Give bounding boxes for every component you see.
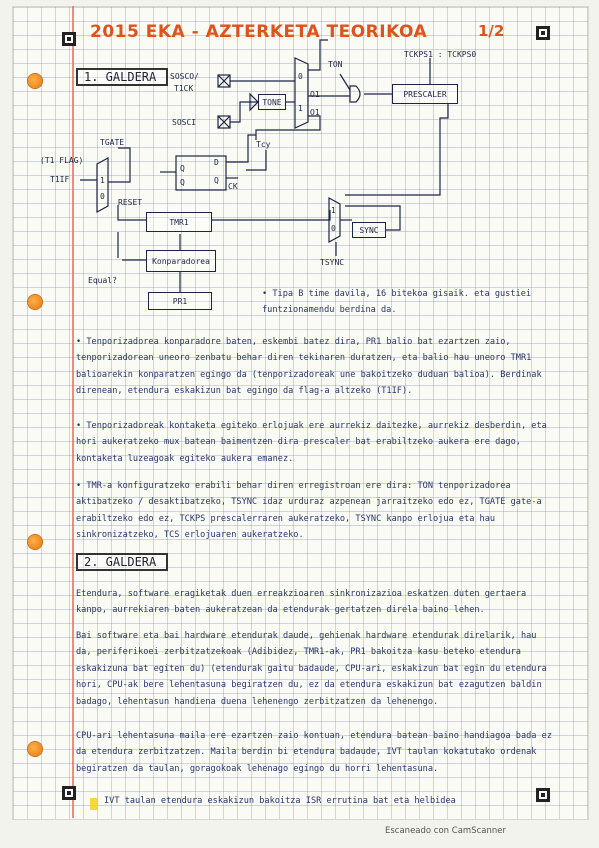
binder-hole-icon [28,535,42,549]
mux-in-1: 1 [298,104,303,113]
label-tcy: Tcy [256,140,271,149]
label-t1flag: (T1 FLAG) [40,156,84,165]
mux2-in-1: 1 [100,176,105,185]
notebook-page [12,6,589,820]
paragraph-4: Etendura, software eragiketak duen errea… [76,589,532,616]
ff-qn: Q [180,178,185,187]
binder-hole-icon [28,295,42,309]
mux3-in-1: 1 [331,206,336,215]
section-heading-2: 2. GALDERA [76,553,168,571]
paragraph-7: IVT taulan etendura eskakizun bakoitza I… [104,796,456,806]
margin-line [72,6,74,818]
label-sosco: SOSCO/ [170,72,199,81]
label-equal: Equal? [88,276,117,285]
label-t1if: T1IF [50,175,70,184]
ff-q: Q [180,164,185,173]
ff-d: D [214,158,219,167]
page-number: 1/2 [478,22,505,40]
mux2-in-0: 0 [100,192,105,201]
paragraph-1: • Tenporizadorea konparadore baten, eske… [76,337,547,397]
label-reset: RESET [118,198,143,207]
ff-q2: Q [214,176,219,185]
tone-block: TONE [258,94,286,110]
pr1-block: PR1 [148,292,212,310]
paragraph-5: Bai software eta bai hardware etendurak … [76,631,553,707]
paragraph-3: • TMR-a konfiguratzeko erabili behar dir… [76,481,547,541]
section-heading-1: 1. GALDERA [76,68,168,86]
tmr1-block: TMR1 [146,212,212,232]
mux3-in-0: 0 [331,224,336,233]
corner-marker-icon [536,26,550,40]
binder-hole-icon [28,74,42,88]
scanner-footer: Escaneado con CamScanner [385,826,506,836]
label-tsync: TSYNC [320,258,345,267]
corner-marker-icon [62,786,76,800]
page-title: 2015 EKA - AZTERKETA TEORIKOA [90,22,428,42]
sync-block: SYNC [352,222,386,238]
paragraph-6: CPU-ari lehentasuna maila ere ezartzen z… [76,731,552,774]
comparator-block: Konparadorea [146,250,216,272]
prescaler-block: PRESCALER [392,84,458,104]
ff-ck: CK [228,182,238,191]
label-sosci: SOSCI [172,118,197,127]
mux-out-1: O1 [310,108,320,117]
binder-hole-icon [28,742,42,756]
label-tckps: TCKPS1 : TCKPS0 [404,50,477,59]
corner-marker-icon [62,32,76,46]
highlight-mark [90,798,98,810]
diagram-note: • Tipa B time davila, 16 bitekoa gisaik.… [262,289,537,316]
label-ton: TON [328,60,343,69]
mux-in-0: 0 [298,72,303,81]
label-tgate: TGATE [100,138,125,147]
corner-marker-icon [536,788,550,802]
paragraph-2: • Tenporizadoreak kontaketa egiteko erlo… [76,421,553,464]
mux-out-0: O1 [310,90,320,99]
label-t1ck: T1CK [174,84,194,93]
